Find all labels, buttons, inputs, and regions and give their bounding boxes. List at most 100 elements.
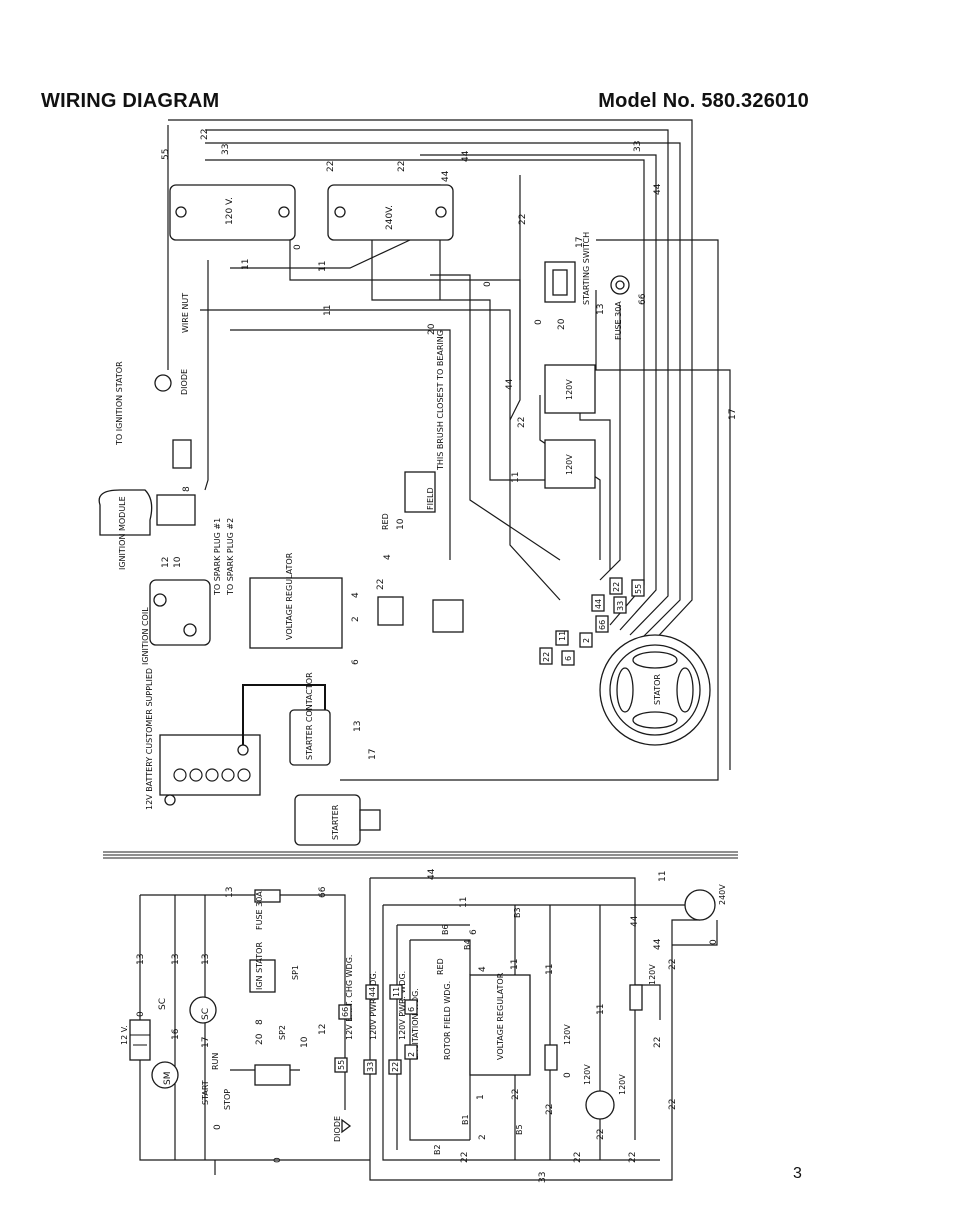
upper-wire-0c: 0 [534,319,544,325]
upper-wire-12: 12 [161,557,171,568]
brush-b4: B4 [463,939,472,950]
upper-wire-2: 2 [351,616,361,622]
lower-wire-0d: 0 [213,1124,223,1130]
voltage-regulator-lower [469,974,531,1076]
lower-wire-44a: 44 [427,868,437,880]
upper-wire-11a: 11 [241,259,251,270]
lower-wire-4: 4 [478,966,488,972]
receptacle-120v-lower-label: 120V [618,1074,627,1095]
receptacle-120v-lower [585,1090,615,1120]
ignition-module-terminal [156,494,196,526]
receptacle-120v [169,184,296,241]
breaker-upper-1-label: 120V [565,379,574,400]
spark-plug-2-label: TO SPARK PLUG #2 [226,518,235,596]
fuse-label: FUSE 30A [614,301,623,340]
excitation-wdg-label: EXCITATION WDG. [411,988,420,1060]
upper-wire-22b: 22 [326,161,336,172]
lower-wire-44c: 44 [653,938,663,950]
upper-wire-22d: 22 [518,214,528,225]
lower-wire-13d: 13 [225,887,235,898]
lower-terminal-44: 44 [368,987,377,997]
lower-wire-22c: 22 [511,1089,521,1100]
lower-wire-22h: 22 [596,1129,606,1140]
sp2-label: SP2 [278,1025,287,1040]
lower-wire-44b: 44 [630,915,640,927]
brush-note-1: THIS BRUSH CLOSEST TO BEARING [436,330,445,471]
brush-b1: B1 [461,1114,470,1125]
lower-wire-6: 6 [469,929,479,935]
starter-contactor-label: STARTER CONTACTOR [305,672,314,760]
lower-terminal-22: 22 [391,1062,400,1072]
breaker-lower-c-label: 120V [583,1064,592,1085]
lower-wire-11d: 11 [545,964,555,975]
upper-wire-17a: 17 [575,237,585,248]
lower-red-label: RED [436,958,445,975]
red-wire-label: RED [381,513,390,530]
upper-wire-10b: 10 [396,518,406,530]
diode-symbol [154,374,172,392]
run-label: RUN [211,1053,220,1070]
receptacle-120v-label: 120 V. [225,197,235,225]
ignition-coil [149,579,211,646]
lower-wire-0e: 0 [709,939,719,945]
section-separator [103,851,738,859]
sc-contact-label: SC [158,998,168,1010]
lower-wire-66: 66 [318,886,328,898]
lower-fuse-label: FUSE 30A. [255,889,264,930]
start-label: START [201,1080,210,1105]
receptacle-240v-lower-label: 240V [718,884,727,905]
upper-pictorial-diagram: 120 V. 240V. STARTING SWITCH FUSE 30A WI… [98,119,738,846]
lower-wire-22a: 22 [668,959,678,970]
upper-wire-20a: 20 [427,323,437,335]
upper-wire-4b: 4 [383,554,393,560]
lower-wire-1: 1 [476,1094,486,1100]
lower-wire-22f: 22 [573,1152,583,1163]
terminal-block-upper [432,599,464,633]
lower-wire-22i: 22 [668,1099,678,1110]
breaker-lower-b [544,1044,558,1071]
breaker-upper-2-label: 120V [565,454,574,475]
stop-label: STOP [223,1089,232,1110]
ignition-coil-label: IGNITION COIL [141,607,150,665]
upper-wire-44a: 44 [461,150,471,162]
wire-nut-label: WIRE NUT [181,293,190,333]
upper-wire-11b: 11 [318,261,328,272]
diode-label: DIODE [180,369,189,395]
page-number: 3 [793,1165,802,1182]
stator-terminal-2: 2 [582,638,591,643]
pwr-wdg-1-label: 120V PWR. WDG. [369,971,378,1040]
brush-b5: B5 [515,1124,524,1135]
receptacle-240v-label: 240V. [385,205,395,230]
lower-diode-label: DIODE [333,1116,342,1142]
batt-chg-wdg-label: 12V BATT. CHG WDG. [345,955,354,1040]
rotor-field-wdg-label: ROTOR FIELD WDG. [443,981,452,1060]
upper-wire-44c: 44 [653,183,663,195]
lower-wire-13c: 13 [201,954,211,965]
starter-label: STARTER [331,804,340,840]
pwr-wdg-2-label: 120V PWR. WDG. [398,971,407,1040]
upper-wire-13b: 13 [353,721,363,732]
starter-contactor-coil [189,996,217,1024]
upper-wire-17b: 17 [368,749,378,760]
starter-contactor [289,709,331,766]
lower-wire-17: 17 [201,1037,211,1048]
stator-terminal-22: 22 [542,652,551,662]
upper-wire-22c: 22 [397,161,407,172]
page-title: WIRING DIAGRAM [41,90,220,112]
ignition-stator-connector [172,439,192,469]
stator-terminal-22b: 22 [612,582,621,592]
starting-switch-label: STARTING SWITCH [582,232,591,305]
stator-terminal-11: 11 [558,631,567,641]
battery-12v [159,734,261,796]
lower-wire-16: 16 [171,1028,181,1040]
lower-terminal-2: 2 [407,1052,416,1057]
lower-terminal-33: 33 [366,1062,375,1072]
upper-wire-33b: 33 [633,141,643,152]
breaker-lower-a [629,984,643,1011]
breaker-120v-upper-1 [544,364,596,414]
stator-label: STATOR [653,674,662,705]
lower-terminal-66: 66 [341,1007,350,1017]
lower-wire-13a: 13 [136,954,146,965]
breaker-120v-upper-2 [544,439,596,489]
